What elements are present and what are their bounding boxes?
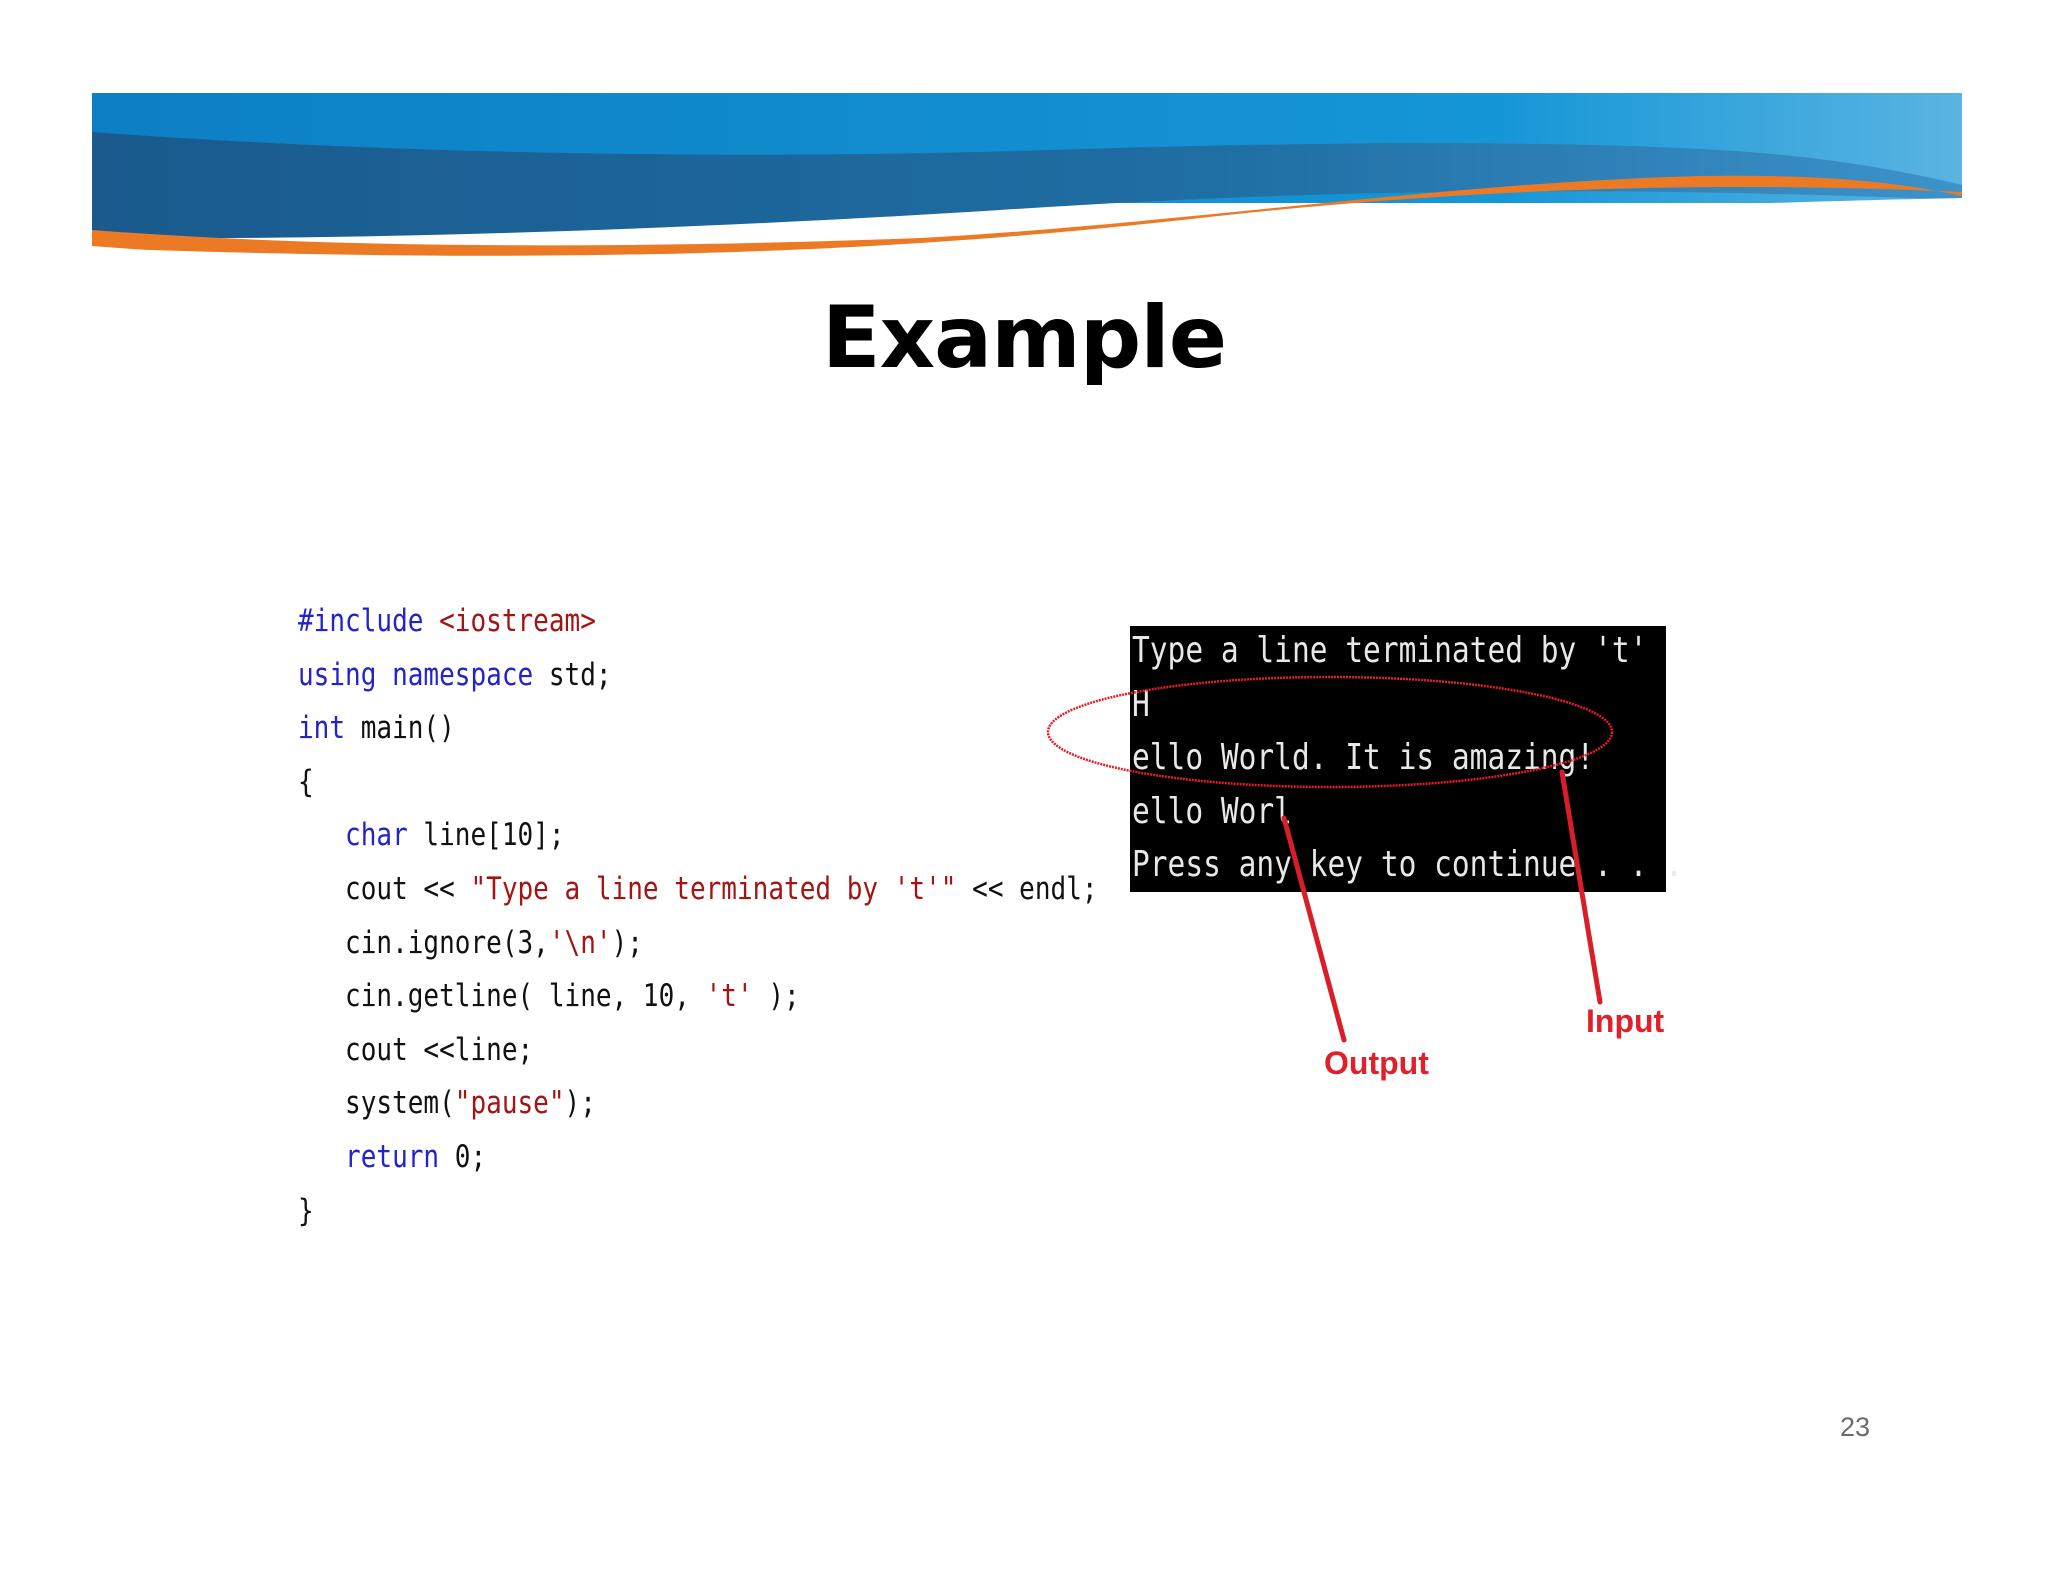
- code-token: }: [298, 1192, 314, 1229]
- console-line: H: [1132, 683, 1150, 725]
- code-token: line[10];: [407, 817, 565, 854]
- code-token: 0;: [439, 1138, 487, 1175]
- code-token: );: [752, 978, 800, 1015]
- code-keyword: namespace: [392, 656, 534, 693]
- console-line: ello World. It is amazing!: [1132, 737, 1595, 778]
- code-line: cin.getline( line, 10, 't' );: [298, 970, 1098, 1024]
- code-indent: [298, 1032, 345, 1068]
- code-indent: [298, 978, 345, 1014]
- code-indent: [298, 871, 345, 907]
- banner-white-cut: [92, 198, 1962, 300]
- code-indent: [298, 1139, 345, 1175]
- code-token: system(: [345, 1085, 455, 1122]
- input-label: Input: [1586, 1003, 1665, 1039]
- code-string: <iostream>: [439, 603, 596, 639]
- code-line: system("pause");: [298, 1077, 1098, 1131]
- code-block: #include <iostream>using namespace std;i…: [298, 595, 1098, 1238]
- code-indent: [298, 1085, 345, 1121]
- code-line: char line[10];: [298, 809, 1098, 863]
- code-line: {: [298, 756, 1098, 810]
- code-string: "Type a line terminated by 't'": [470, 870, 957, 907]
- code-line: #include <iostream>: [298, 595, 1098, 649]
- banner-dark-wave: [92, 132, 1962, 239]
- output-label: Output: [1324, 1045, 1429, 1081]
- code-string: "pause": [454, 1085, 565, 1122]
- code-token: main(): [345, 710, 455, 747]
- console-line: Type a line terminated by 't': [1132, 630, 1648, 671]
- code-line: return 0;: [298, 1131, 1098, 1185]
- code-keyword: char: [345, 817, 408, 854]
- slide-title: Example: [821, 288, 1227, 388]
- banner-orange-wave: [92, 175, 1962, 256]
- code-indent: [298, 817, 345, 853]
- code-line: cout << "Type a line terminated by 't'" …: [298, 863, 1098, 917]
- code-line: using namespace std;: [298, 649, 1098, 703]
- code-token: cout <<: [345, 870, 471, 907]
- code-token: cin.ignore(3,: [345, 924, 549, 961]
- console-line: Press any key to continue . . .: [1132, 844, 1683, 885]
- console-line: ello Worl: [1132, 790, 1292, 832]
- code-line: cout <<line;: [298, 1024, 1098, 1078]
- code-line: }: [298, 1185, 1098, 1239]
- header-banner: [92, 93, 1962, 300]
- code-token: std;: [533, 656, 612, 693]
- code-token: cout <<line;: [345, 1031, 534, 1068]
- code-string: '\n': [548, 924, 612, 961]
- code-token: << endl;: [956, 870, 1098, 907]
- code-keyword: using: [298, 656, 377, 693]
- code-token: cin.getline( line, 10,: [345, 978, 706, 1015]
- code-token: [376, 657, 392, 693]
- code-indent: [298, 925, 345, 961]
- code-token: {: [298, 763, 314, 800]
- code-token: );: [611, 924, 643, 961]
- code-keyword: int: [298, 710, 346, 747]
- code-line: cin.ignore(3,'\n');: [298, 917, 1098, 971]
- code-keyword: return: [345, 1138, 440, 1175]
- code-token: );: [564, 1085, 596, 1122]
- code-string: 't': [705, 978, 753, 1015]
- code-line: int main(): [298, 702, 1098, 756]
- page-number: 23: [1839, 1412, 1870, 1442]
- code-keyword: #include: [298, 603, 440, 639]
